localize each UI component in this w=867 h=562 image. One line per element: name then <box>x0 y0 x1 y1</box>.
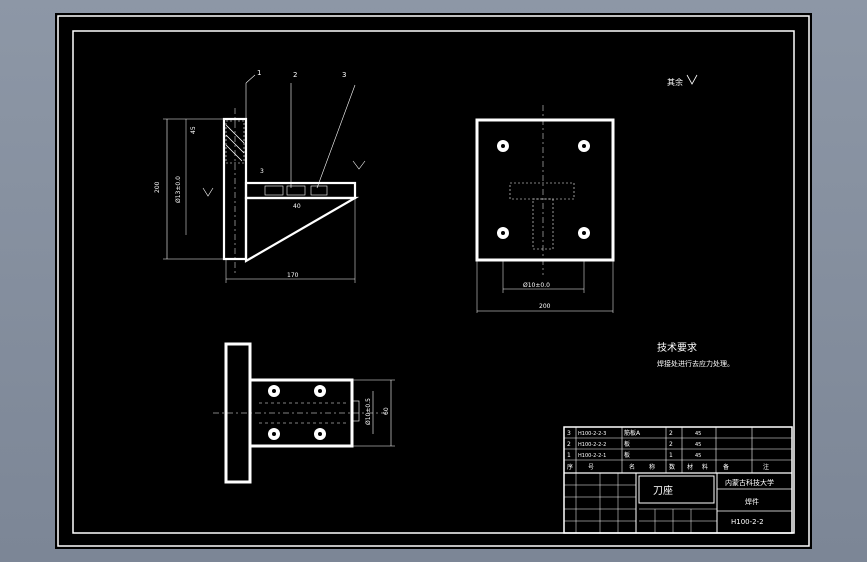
dim-front-stiffener: 40 <box>293 203 301 210</box>
horizontal-plate <box>244 181 357 200</box>
drawing-name: 刀座 <box>653 484 673 497</box>
plate-slot-2 <box>286 185 306 196</box>
title-block: 3 H100-2-2-3 筋板A 2 45 2 H100-2-2-2 板 2 4… <box>563 426 793 534</box>
drawing-number: H100-2-2 <box>731 518 764 526</box>
drawing-name-cell <box>638 475 715 504</box>
top-plate <box>475 118 615 262</box>
part-row-2-qty: 2 <box>669 441 673 448</box>
gusset <box>244 196 360 263</box>
part-row-1-mat: 45 <box>695 453 701 459</box>
part-row-1-code: H100-2-2-1 <box>578 453 606 459</box>
dim-front-flange: 45 <box>190 126 197 134</box>
header-cell-4: 称 <box>649 463 655 471</box>
surface-finish-note: 其余 <box>667 77 683 87</box>
plate-slot-1 <box>264 185 284 196</box>
part-row-2-code: H100-2-2-2 <box>578 442 606 448</box>
dim-top-width: 200 <box>539 303 551 310</box>
dim-front-hole-spacing: Ø13±0.0 <box>175 176 182 203</box>
dim-front-height: 200 <box>154 181 161 193</box>
dim-top-hole-spacing: Ø10±0.0 <box>523 282 550 289</box>
part-row-2-name: 板 <box>624 440 630 448</box>
top-view: Ø10±0.0 200 <box>475 105 615 313</box>
callout-1: 1 <box>257 69 261 77</box>
part-row-3-no: 3 <box>567 430 571 437</box>
school-name: 内蒙古科技大学 <box>725 478 774 487</box>
header-cell-9: 注 <box>763 463 769 471</box>
part-row-1-name: 板 <box>624 451 630 459</box>
part-row-1-qty: 1 <box>669 452 673 459</box>
dim-side-height: 60 <box>383 407 390 415</box>
hatch-area <box>225 120 245 164</box>
header-cell-8: 备 <box>723 463 729 471</box>
side-view: 60 Ø10±0.5 <box>213 342 395 484</box>
front-view: 1 2 3 200 45 Ø13±0.0 170 40 3 <box>154 69 366 283</box>
header-cell-3: 名 <box>629 463 635 471</box>
plate-slot-3 <box>310 185 328 196</box>
part-row-3-mat: 45 <box>695 431 701 437</box>
part-row-3-code: H100-2-2-3 <box>578 431 606 437</box>
part-row-2-no: 2 <box>567 441 571 448</box>
header-cell-1: 序 <box>567 463 573 471</box>
roughness-icon <box>686 74 698 85</box>
part-row-3-name: 筋板A <box>624 429 641 437</box>
unit-name: 焊件 <box>745 497 759 506</box>
dim-front-width: 170 <box>287 272 299 279</box>
part-row-2-mat: 45 <box>695 442 701 448</box>
header-cell-7: 料 <box>702 463 708 471</box>
tech-req-title: 技术要求 <box>657 341 697 354</box>
tech-req-line-1: 焊接处进行去应力处理。 <box>657 359 734 368</box>
outer-sheet-border <box>57 15 810 547</box>
header-cell-6: 材 <box>687 463 693 471</box>
inner-frame-border <box>72 30 795 534</box>
header-cell-5: 数 <box>669 463 675 471</box>
callout-2: 2 <box>293 71 297 79</box>
drawing-canvas: 1 2 3 200 45 Ø13±0.0 170 40 3 <box>57 15 810 547</box>
callout-3: 3 <box>342 71 346 79</box>
part-row-3-qty: 2 <box>669 430 673 437</box>
header-cell-2: 号 <box>588 464 594 471</box>
dim-side-hole-spacing: Ø10±0.5 <box>365 398 372 425</box>
part-row-1-no: 1 <box>567 452 571 459</box>
dim-front-gusset: 3 <box>260 168 264 175</box>
drawing-viewport[interactable]: 1 2 3 200 45 Ø13±0.0 170 40 3 <box>55 13 812 549</box>
